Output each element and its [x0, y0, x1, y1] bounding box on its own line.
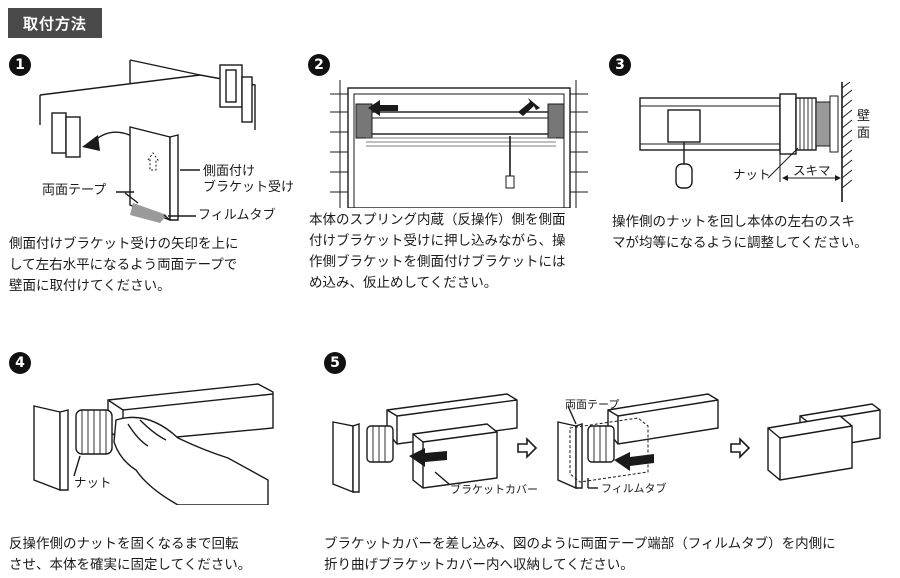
- step-5-label-film-tab: フィルムタブ: [601, 482, 667, 495]
- step-4-number: 4: [9, 352, 31, 374]
- step-5-label-double-tape: 両面テープ: [565, 398, 620, 411]
- step-1-text: 側面付けブラケット受けの矢印を上に して左右水平になるよう両面テープで 壁面に取…: [9, 236, 239, 294]
- step-5-number: 5: [324, 352, 346, 374]
- step-1-label-bracket-receiver: 側面付け ブラケット受け: [203, 164, 295, 195]
- step-3-label-nut: ナット: [733, 167, 771, 182]
- step-5-illustration-finished: [767, 403, 881, 481]
- step-4-label-nut: ナット: [74, 475, 112, 490]
- step-4-illustration: [33, 383, 274, 505]
- hollow-right-arrow-icon: [730, 437, 751, 459]
- step-5-illustration-insert: [332, 393, 518, 494]
- step-3-label-wall: 壁 面: [857, 109, 871, 141]
- step-3-text: 操作側のナットを回し本体の左右のスキ マが均等になるように調整してください。: [612, 214, 868, 251]
- step-5-label-bracket-cover: ブラケットカバー: [450, 483, 538, 496]
- step-2-text: 本体のスプリング内蔵（反操作）側を側面 付けブラケット受けに押し込みながら、操 …: [309, 212, 566, 291]
- step-5-illustration-fold: [557, 393, 719, 490]
- step-4-text: 反操作側のナットを固くなるまで回転 させ、本体を確実に固定してください。: [9, 536, 252, 573]
- step-2-number: 2: [308, 54, 330, 76]
- step-5-text: ブラケットカバーを差し込み、図のように両面テープ端部（フィルムタブ）を内側に 折…: [324, 536, 836, 573]
- section-title: 取付方法: [8, 8, 102, 38]
- step-3-number: 3: [609, 54, 631, 76]
- step-3-label-gap: スキマ: [793, 163, 831, 178]
- step-1-number: 1: [9, 54, 31, 76]
- step-1-label-film-tab: フィルムタブ: [198, 208, 276, 223]
- step-3-illustration: [639, 82, 853, 202]
- step-2-illustration: [330, 80, 588, 208]
- step-1-label-double-tape: 両面テープ: [42, 183, 107, 198]
- step-1-illustration: [39, 59, 256, 223]
- hollow-right-arrow-icon: [517, 437, 538, 459]
